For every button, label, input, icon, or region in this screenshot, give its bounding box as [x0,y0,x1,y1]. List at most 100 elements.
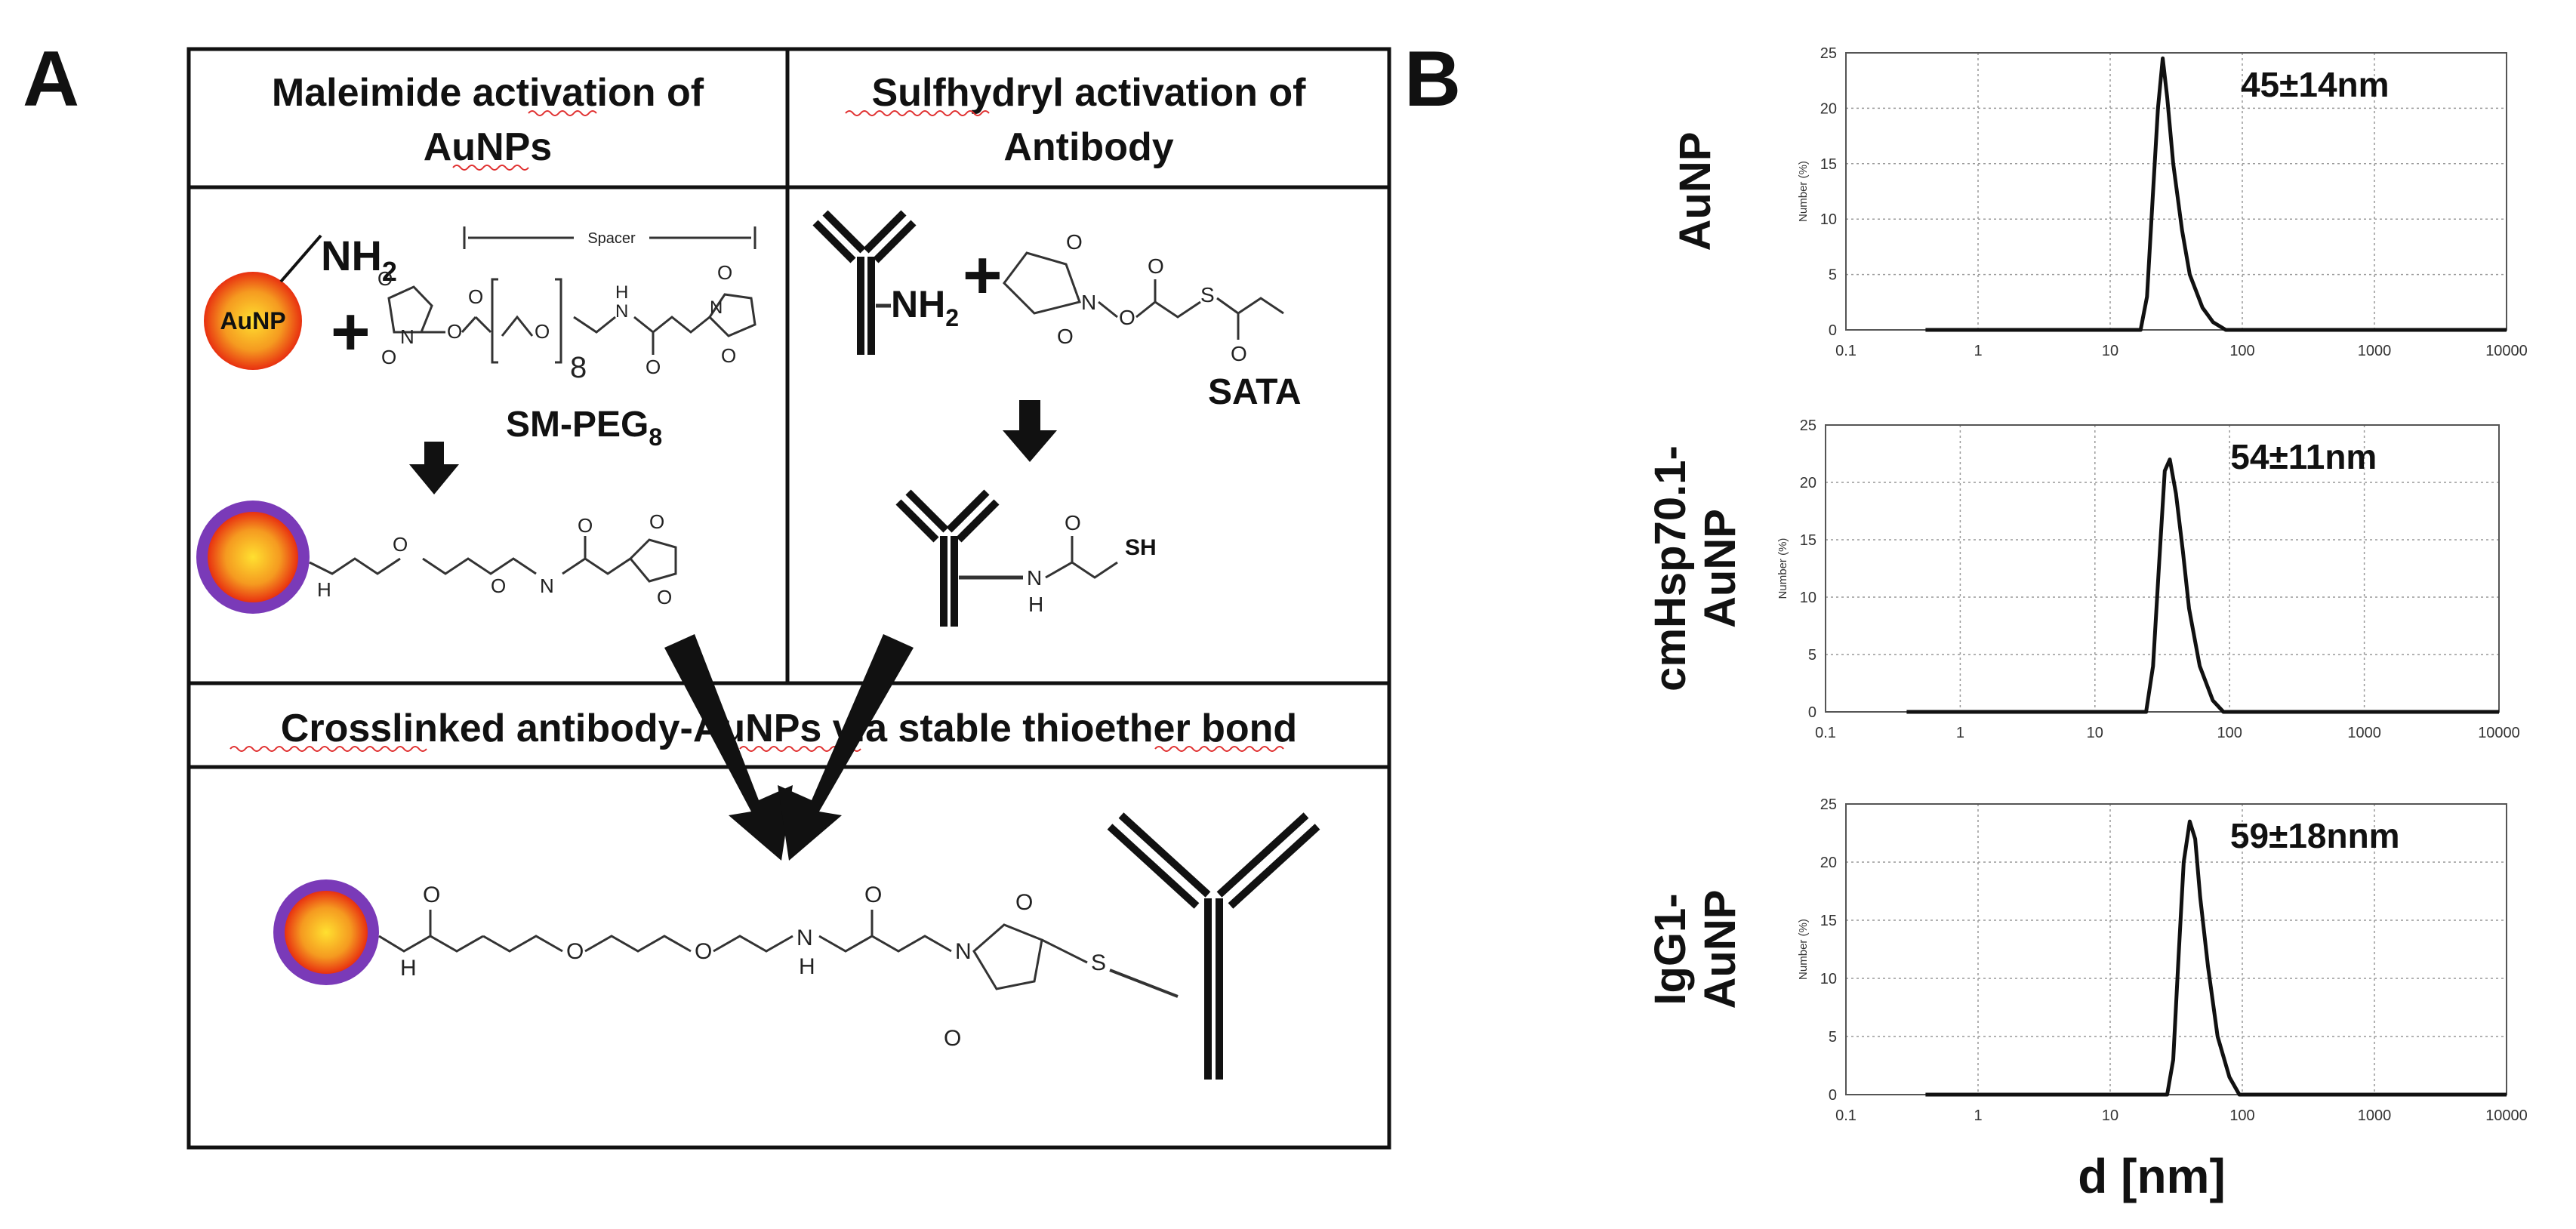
y-axis-label: Number (%) [1776,538,1789,599]
svg-text:O: O [491,574,506,597]
svg-text:O: O [646,356,661,378]
header-right-line1: Sulfhydryl activation of [872,71,1307,115]
svg-text:O: O [381,346,396,368]
y-tick-label: 5 [1808,647,1816,664]
panel-b-xlabel: d [nm] [2078,1149,2226,1203]
x-tick-label: 100 [2229,343,2254,359]
svg-text:O: O [423,882,440,907]
y-tick-label: 0 [1829,322,1837,339]
header-left-line2: AuNPs [424,125,552,169]
antibody-final [1107,812,1320,1080]
header-right-line2: Antibody [1003,125,1173,169]
svg-text:O: O [566,939,584,964]
arrow-converge-left [664,634,793,861]
y-tick-label: 5 [1829,267,1837,284]
svg-text:O: O [468,285,483,308]
svg-text:H: H [799,954,815,979]
svg-text:H: H [1028,593,1043,616]
svg-text:O: O [1057,325,1074,348]
x-tick-label: 1000 [2358,1107,2392,1124]
x-tick-label: 10 [2102,343,2118,359]
sata-structure: O O N O O S O [1003,230,1284,365]
svg-text:N: N [710,297,723,318]
spellcheck-underlines [230,110,1284,752]
sata-label: SATA [1208,372,1302,412]
svg-text:S: S [1200,283,1215,306]
x-tick-label: 1000 [2347,725,2381,741]
svg-text:N: N [615,301,628,322]
svg-text:H: H [317,578,331,601]
panel-b-letter: B [1404,35,1461,123]
y-tick-label: 0 [1829,1087,1837,1104]
crosslink-header: Crosslinked antibody-AuNPs via stable th… [281,707,1297,750]
chart-frame [1825,424,2500,713]
size-annotation: 45±14nm [2241,65,2390,104]
aunp-particle: AuNP [204,272,302,370]
svg-text:N: N [1027,566,1042,590]
activated-aunp: H O O N O O O [196,501,677,614]
y-tick-label: 20 [1820,855,1837,871]
arrow-down-right [1003,400,1057,462]
svg-text:O: O [1015,890,1033,915]
svg-text:N: N [400,325,414,348]
y-tick-label: 5 [1829,1029,1837,1046]
distribution-line [1925,56,2507,332]
aunp-label: AuNP [220,307,285,334]
panel-a-letter: A [23,35,79,123]
x-tick-label: 10000 [2478,725,2520,741]
x-tick-label: 10000 [2485,1107,2528,1124]
y-tick-label: 15 [1800,532,1816,549]
x-tick-label: 0.1 [1815,725,1836,741]
svg-text:N: N [540,574,554,597]
header-left-line1: Maleimide activation of [272,71,704,115]
svg-text:O: O [944,1026,961,1051]
x-tick-label: 10 [2087,725,2103,741]
plus-sign-left: + [331,294,371,370]
peg-repeat: 8 [570,351,587,384]
y-axis-label: Number (%) [1797,161,1810,222]
final-conjugate: H O O O N H O N O O S [273,879,1179,1051]
svg-text:O: O [1065,511,1081,534]
x-tick-label: 100 [2229,1107,2254,1124]
svg-text:O: O [578,514,593,537]
antibody-amine: NH2 [891,283,959,331]
svg-text:N: N [797,926,813,950]
svg-text:S: S [1091,950,1106,975]
y-tick-label: 10 [1820,971,1837,987]
svg-text:H: H [615,282,628,303]
row-label: AuNP [1696,890,1745,1009]
svg-text:O: O [535,320,550,343]
svg-text:O: O [1231,342,1247,365]
svg-text:O: O [649,510,664,533]
y-tick-label: 15 [1820,913,1837,929]
y-tick-label: 10 [1820,211,1837,228]
row-label: cmHsp70.1- [1646,445,1695,692]
antibody-top [812,210,917,355]
svg-text:O: O [377,267,393,290]
svg-text:O: O [1148,254,1164,278]
svg-text:O: O [864,882,882,907]
svg-text:O: O [721,344,736,367]
sm-peg8-structure: O O N O O O 8 N H O N O O Spacer [377,226,756,384]
svg-text:N: N [955,939,972,964]
svg-text:O: O [657,586,672,608]
arrow-converge-right [778,634,914,861]
svg-text:O: O [393,533,408,556]
panel-a-frame [186,47,1391,1150]
y-axis-label: Number (%) [1797,919,1810,980]
distribution-line [1906,457,2499,714]
y-tick-label: 10 [1800,590,1816,606]
sm-peg8-label: SM-PEG8 [506,405,662,451]
x-tick-label: 1000 [2358,343,2392,359]
y-tick-label: 25 [1820,45,1837,62]
svg-text:H: H [400,956,417,981]
y-tick-label: 0 [1808,704,1816,721]
amine-label: NH2 [321,232,397,287]
activated-antibody: N H O SH [895,489,1157,627]
x-tick-label: 1 [1974,1107,1982,1124]
